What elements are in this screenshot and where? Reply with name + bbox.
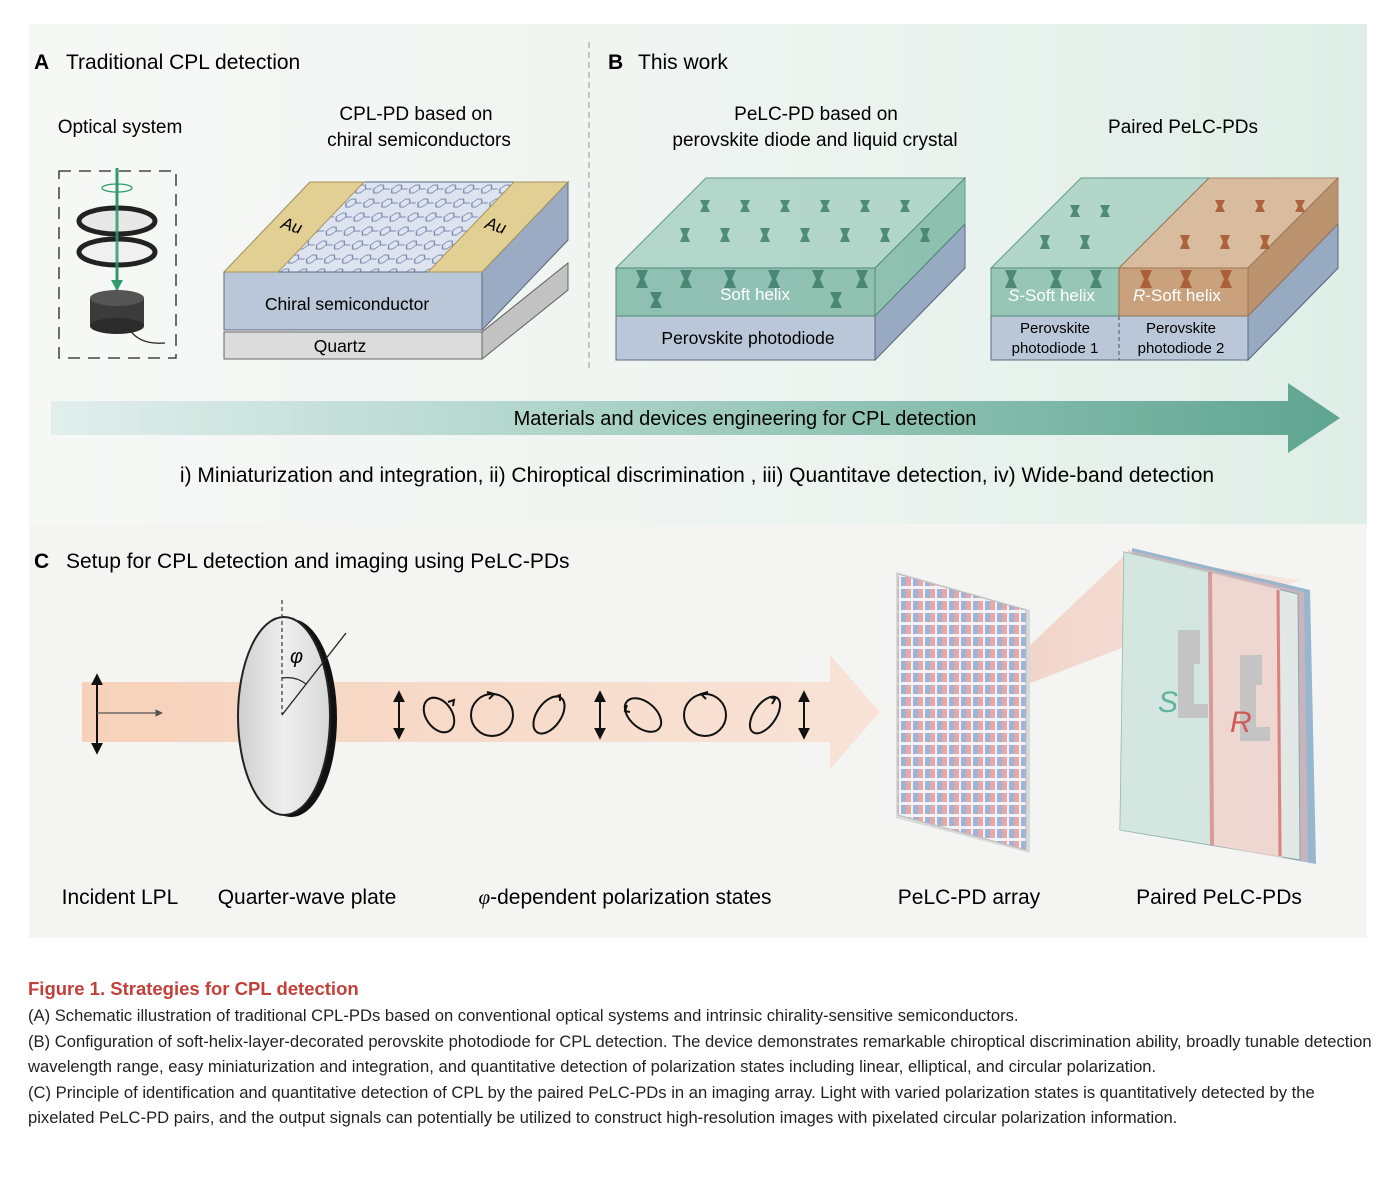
cplpd-device-illustration (222, 180, 570, 361)
panel-b-title: This work (638, 51, 728, 74)
caption-part-b: (B) Configuration of soft-helix-layer-de… (28, 1031, 1372, 1077)
quartz-label: Quartz (314, 336, 367, 356)
panel-c-title: Setup for CPL detection and imaging usin… (66, 550, 570, 573)
s-soft-helix-label: S-Soft helix (1008, 286, 1095, 305)
engineering-arrow (51, 383, 1340, 453)
chiral-semiconductor-label: Chiral semiconductor (265, 294, 430, 314)
paired-pelc-device-illustration (989, 176, 1340, 362)
paired-pelc-label: Paired PeLC-PDs (1108, 117, 1258, 138)
s-pixel-letter: S (1158, 686, 1178, 719)
panel-b-letter: B (608, 51, 623, 74)
r-pixel-letter: R (1230, 706, 1252, 739)
r-soft-helix-label: R-Soft helix (1133, 286, 1221, 305)
incident-lpl-symbol (91, 673, 164, 755)
pelc-label-line1: PeLC-PD based on (734, 104, 898, 125)
panel-a-title: Traditional CPL detection (66, 51, 300, 74)
cplpd-label-line1: CPL-PD based on (339, 104, 492, 125)
paired-pelc-pds-label: Paired PeLC-PDs (1136, 886, 1302, 909)
pelc-pd-array-label: PeLC-PD array (898, 886, 1041, 909)
pd2-label-line1: Perovskite (1146, 320, 1216, 337)
caption-part-a: (A) Schematic illustration of traditiona… (28, 1006, 1019, 1025)
engineering-arrow-label: Materials and devices engineering for CP… (514, 408, 977, 430)
pelc-pd-array (896, 572, 1030, 853)
quarter-wave-plate (237, 600, 347, 817)
pd1-label-line1: Perovskite (1020, 320, 1090, 337)
incident-lpl-label: Incident LPL (62, 886, 179, 909)
optical-system-label: Optical system (58, 117, 183, 138)
engineering-goals: i) Miniaturization and integration, ii) … (180, 464, 1214, 487)
polarization-states-label: φ-dependent polarization states (479, 885, 772, 909)
pd2-label-line2: photodiode 2 (1138, 340, 1225, 357)
panel-a-letter: A (34, 51, 49, 74)
pd1-label-line2: photodiode 1 (1012, 340, 1099, 357)
figure-graphic: A Traditional CPL detection Optical syst… (29, 24, 1367, 938)
panel-c-letter: C (34, 550, 49, 573)
polarization-states (393, 690, 810, 740)
figure-caption: Figure 1. Strategies for CPL detection (… (28, 976, 1373, 1131)
caption-title: Figure 1. Strategies for CPL detection (28, 978, 359, 999)
pelc-label-line2: perovskite diode and liquid crystal (672, 130, 957, 151)
cplpd-label-line2: chiral semiconductors (327, 130, 511, 151)
perovskite-photodiode-label: Perovskite photodiode (661, 328, 834, 348)
pelc-pd-device-illustration (614, 176, 967, 362)
soft-helix-label: Soft helix (720, 285, 790, 304)
caption-part-c: (C) Principle of identification and quan… (28, 1082, 1315, 1128)
paired-pelc-stack (1119, 548, 1316, 864)
optical-system-illustration (58, 168, 177, 359)
quarter-wave-plate-label: Quarter-wave plate (218, 886, 397, 909)
phi-angle-label: φ (290, 646, 303, 668)
